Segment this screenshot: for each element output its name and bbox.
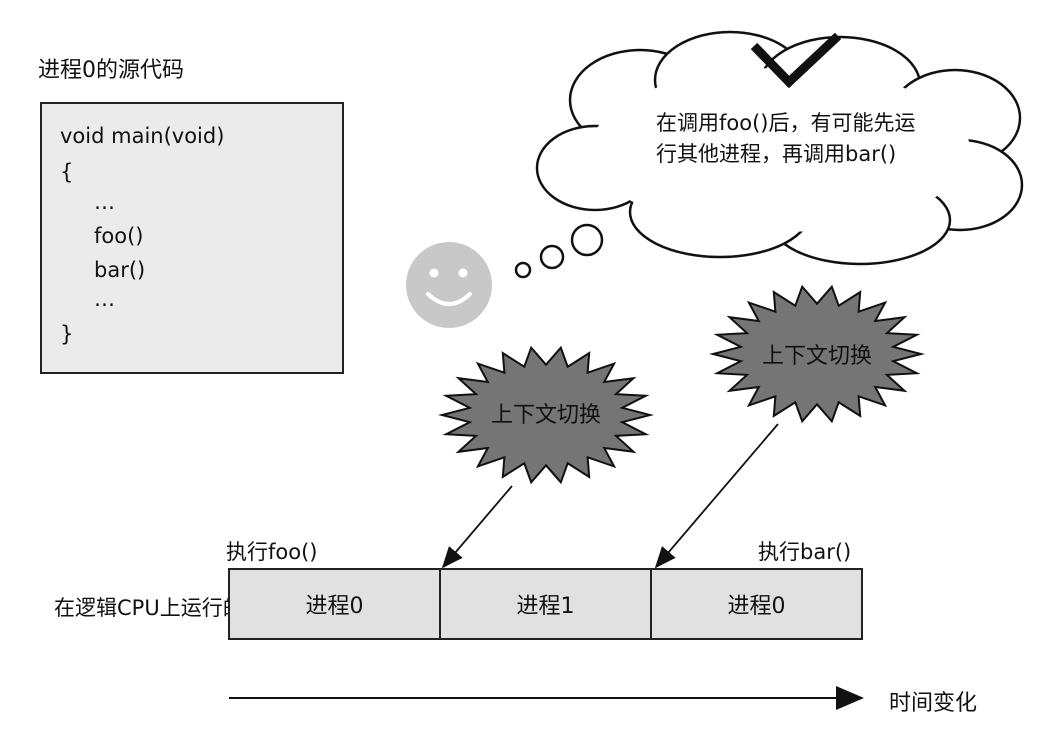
context-switch-burst	[438, 345, 654, 485]
smiley-face-icon	[406, 242, 492, 328]
exec-foo-label: 执行foo()	[226, 540, 318, 564]
code-line: foo()	[94, 224, 144, 248]
thought-text: 在调用foo()后，有可能先运行其他进程，再调用bar()	[656, 111, 916, 166]
code-line: {	[60, 160, 74, 184]
burst-label: 上下文切换	[762, 344, 872, 369]
time-axis-label: 时间变化	[889, 691, 978, 716]
checkmark-icon	[750, 32, 842, 89]
code-line: }	[60, 322, 74, 346]
thought-cloud	[535, 30, 1024, 266]
source-code-title: 进程0的源代码	[38, 58, 184, 83]
thought-bubbles	[514, 223, 604, 279]
timeline-segment-process-1: 进程1	[439, 568, 652, 640]
burst-label: 上下文切换	[491, 403, 601, 428]
timeline-segment-process-0-resumed: 进程0	[650, 568, 863, 640]
exec-bar-label: 执行bar()	[758, 540, 852, 564]
code-line: …	[94, 287, 115, 311]
timeline-segment-process-0: 进程0	[228, 568, 441, 640]
switch-pointer-arrow	[654, 423, 779, 569]
code-line: …	[94, 190, 115, 214]
switch-pointer-arrow	[441, 485, 513, 569]
code-line: bar()	[94, 258, 146, 282]
context-switch-burst	[709, 284, 925, 424]
code-line: void main(void)	[60, 124, 225, 148]
source-code-box: void main(void) { … foo() bar() … }	[40, 102, 344, 374]
